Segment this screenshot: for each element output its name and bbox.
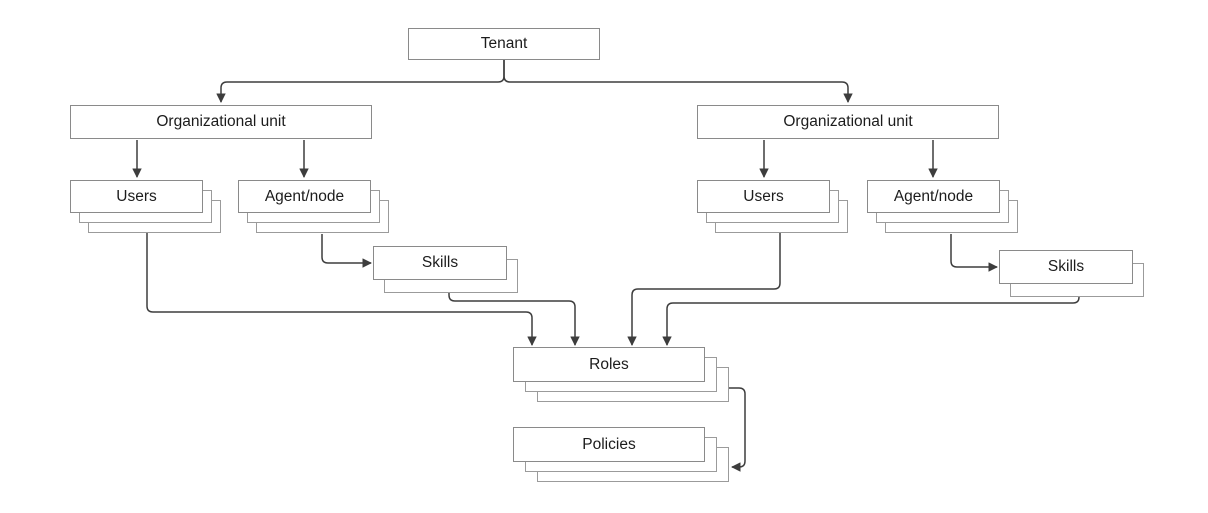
connector-tenant-to-ou-right xyxy=(503,60,853,103)
node-agent-right: Agent/node xyxy=(867,180,1018,233)
node-organizational-unit-left: Organizational unit xyxy=(70,105,372,139)
node-tenant: Tenant xyxy=(408,28,600,60)
node-users-left: Users xyxy=(70,180,221,233)
connector-agent-left-to-skills xyxy=(321,234,372,268)
connector-roles-to-policies xyxy=(729,387,746,472)
node-agent-right-label: Agent/node xyxy=(867,180,1000,213)
node-organizational-unit-right: Organizational unit xyxy=(697,105,999,139)
node-users-right: Users xyxy=(697,180,848,233)
node-skills-right: Skills xyxy=(999,250,1144,297)
connector-agent-right-to-skills xyxy=(950,234,998,272)
connector-tenant-to-ou-left xyxy=(216,60,505,103)
connector-skills-right-to-roles xyxy=(662,296,1080,346)
node-agent-left-label: Agent/node xyxy=(238,180,371,213)
node-policies-label: Policies xyxy=(513,427,705,462)
node-policies: Policies xyxy=(513,427,729,482)
node-users-left-label: Users xyxy=(70,180,203,213)
node-users-right-label: Users xyxy=(697,180,830,213)
connector-users-right-to-roles xyxy=(627,233,781,346)
node-skills-right-label: Skills xyxy=(999,250,1133,284)
node-tenant-label: Tenant xyxy=(408,28,600,60)
node-roles-label: Roles xyxy=(513,347,705,382)
node-skills-left: Skills xyxy=(373,246,518,293)
connector-skills-left-to-roles xyxy=(448,293,580,346)
node-roles: Roles xyxy=(513,347,729,402)
node-agent-left: Agent/node xyxy=(238,180,389,233)
node-skills-left-label: Skills xyxy=(373,246,507,280)
node-organizational-unit-right-label: Organizational unit xyxy=(697,105,999,139)
node-organizational-unit-left-label: Organizational unit xyxy=(70,105,372,139)
